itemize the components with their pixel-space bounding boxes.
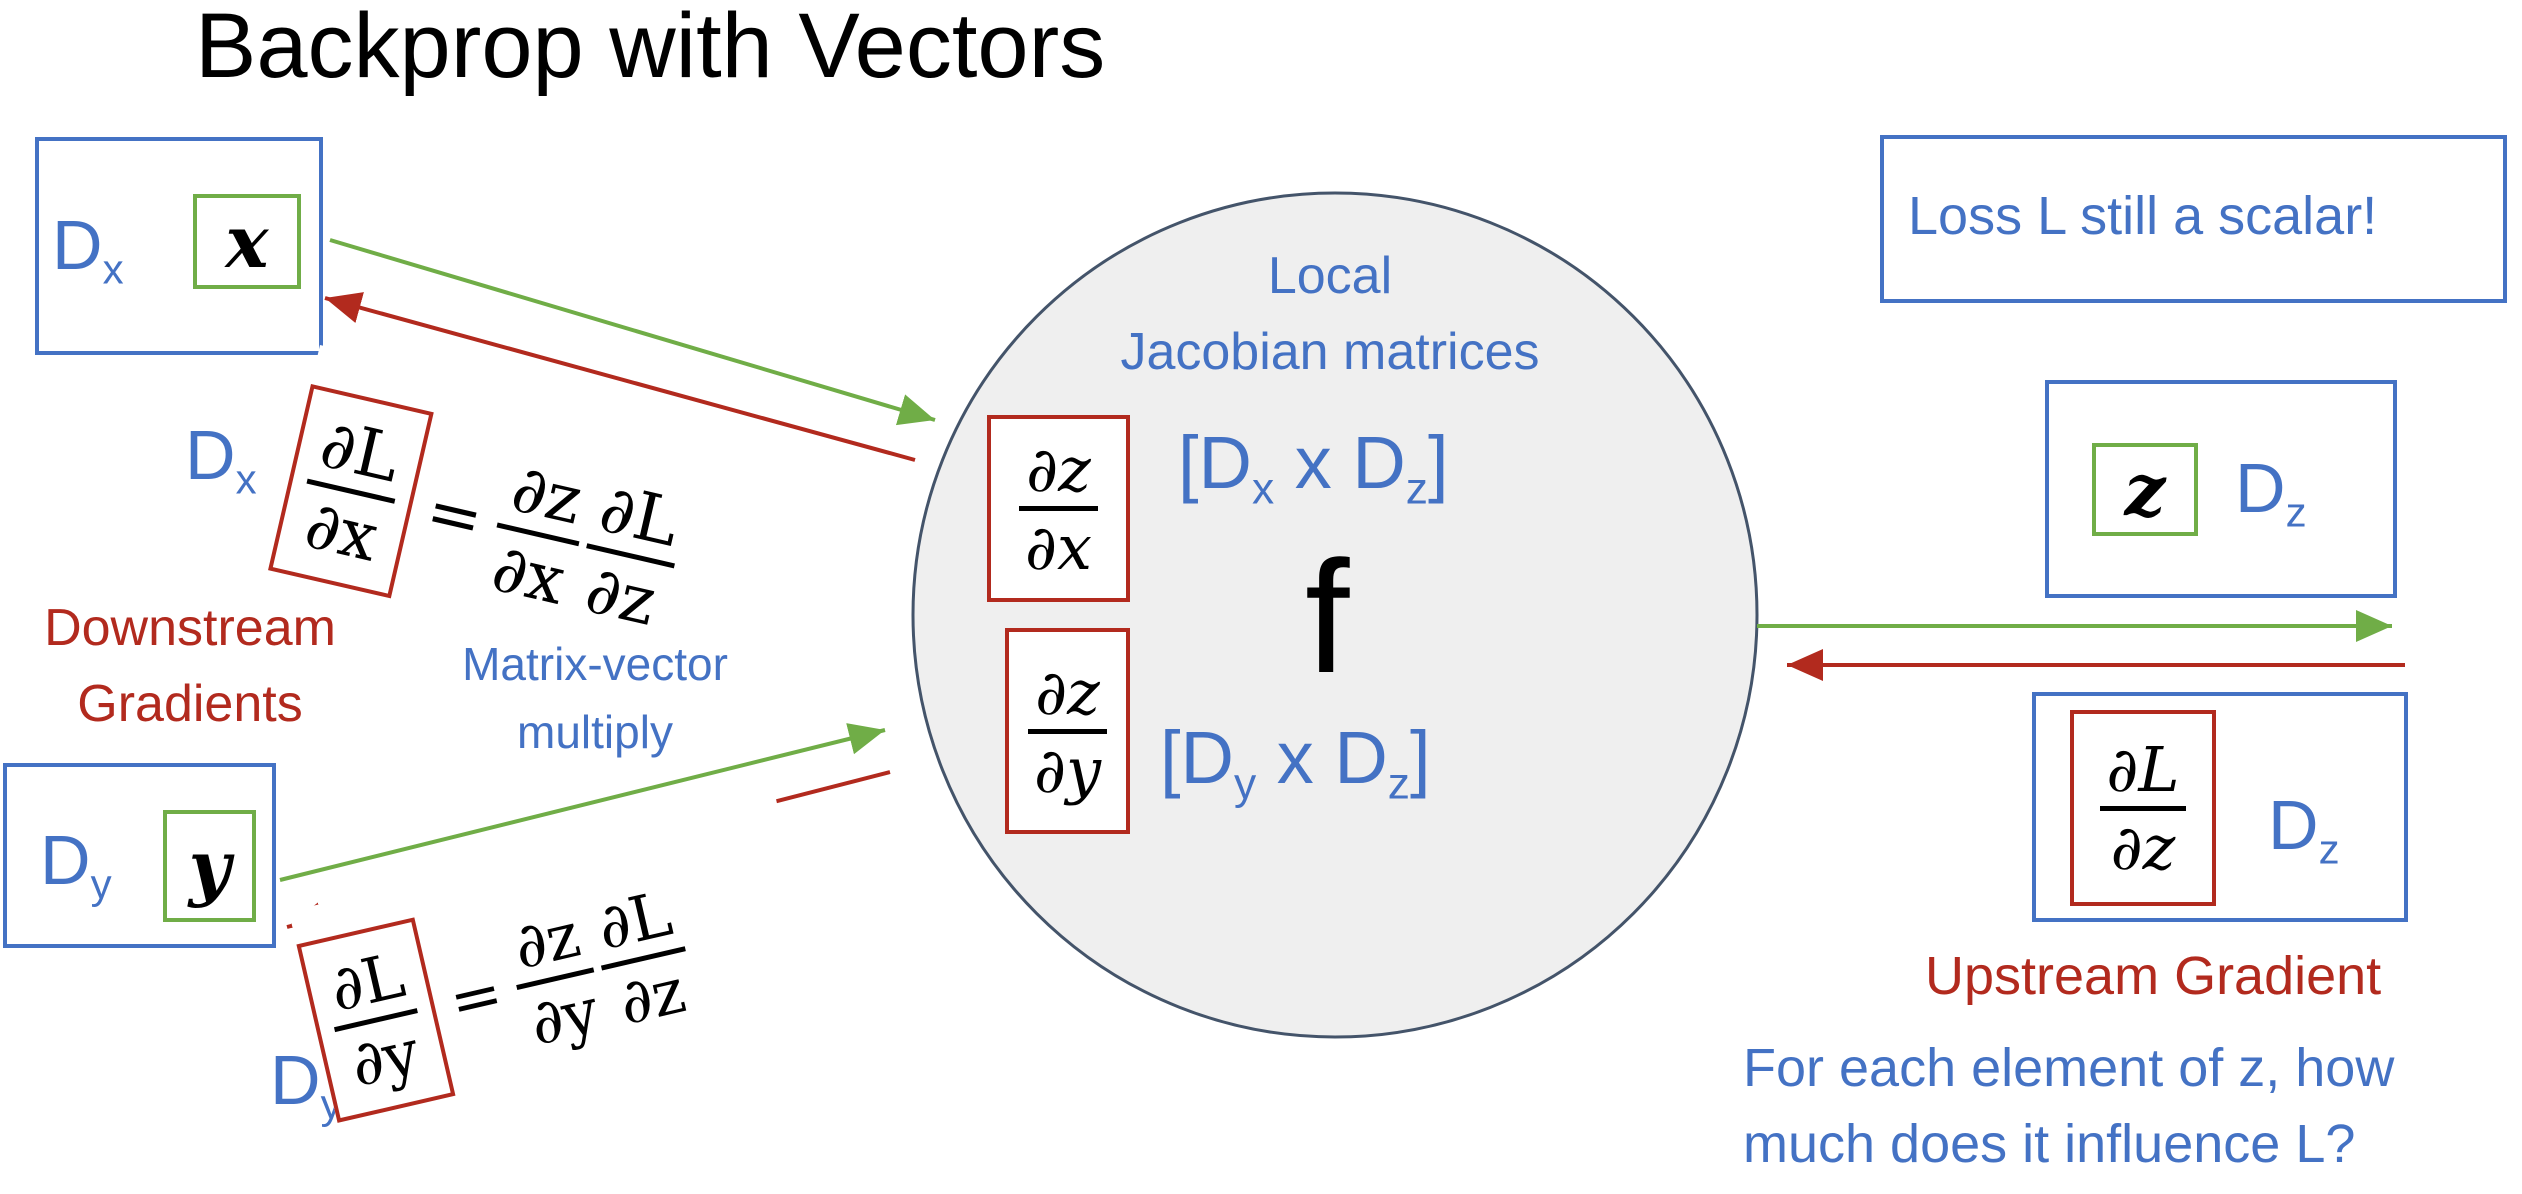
upstream-gradient-box	[2032, 692, 2408, 922]
input-y-variable: y	[163, 810, 256, 922]
forward-arrow-y	[279, 723, 886, 882]
input-x-variable: x	[193, 194, 301, 289]
grad-y-dimension: Dy	[270, 1041, 342, 1128]
upstream-question: For each element of z, how much does it …	[1743, 1038, 2395, 1174]
input-y-dimension: Dy	[40, 821, 112, 908]
downstream-gradients-label: Downstream Gradients	[44, 599, 336, 733]
jacobian-x-dimension: [Dx x Dz]	[1178, 421, 1449, 514]
output-z-dimension: Dz	[2235, 449, 2307, 536]
grad-x-dimension: Dx	[185, 416, 257, 503]
backward-arrow-x	[324, 292, 916, 462]
local-jacobian-label: Local Jacobian matrices	[1120, 247, 1540, 381]
output-z-variable: z	[2092, 443, 2198, 536]
input-y-box	[3, 763, 276, 948]
input-x-box	[35, 137, 323, 355]
function-label: f	[1305, 527, 1350, 706]
jacobian-y-box: ∂z∂y	[1005, 628, 1130, 834]
jacobian-x-box: ∂z∂x	[987, 415, 1130, 602]
grad-x-equals: =	[419, 470, 491, 559]
output-z-box	[2045, 380, 2397, 598]
grad-y-equals: =	[442, 955, 510, 1038]
upstream-gradient-dimension: Dz	[2268, 786, 2340, 873]
forward-arrow-x	[329, 238, 936, 426]
loss-note-box	[1880, 135, 2507, 303]
input-x-dimension: Dx	[52, 206, 124, 293]
matrix-vector-label: Matrix-vector multiply	[462, 638, 728, 758]
upstream-gradient-label: Upstream Gradient	[1925, 946, 2382, 1006]
jacobian-y-dimension: [Dy x Dz]	[1160, 716, 1431, 809]
loss-note-text: Loss L still a scalar!	[1908, 186, 2378, 246]
upstream-gradient-fraction: ∂L∂z	[2070, 710, 2216, 906]
page-title: Backprop with Vectors	[195, 0, 1106, 97]
